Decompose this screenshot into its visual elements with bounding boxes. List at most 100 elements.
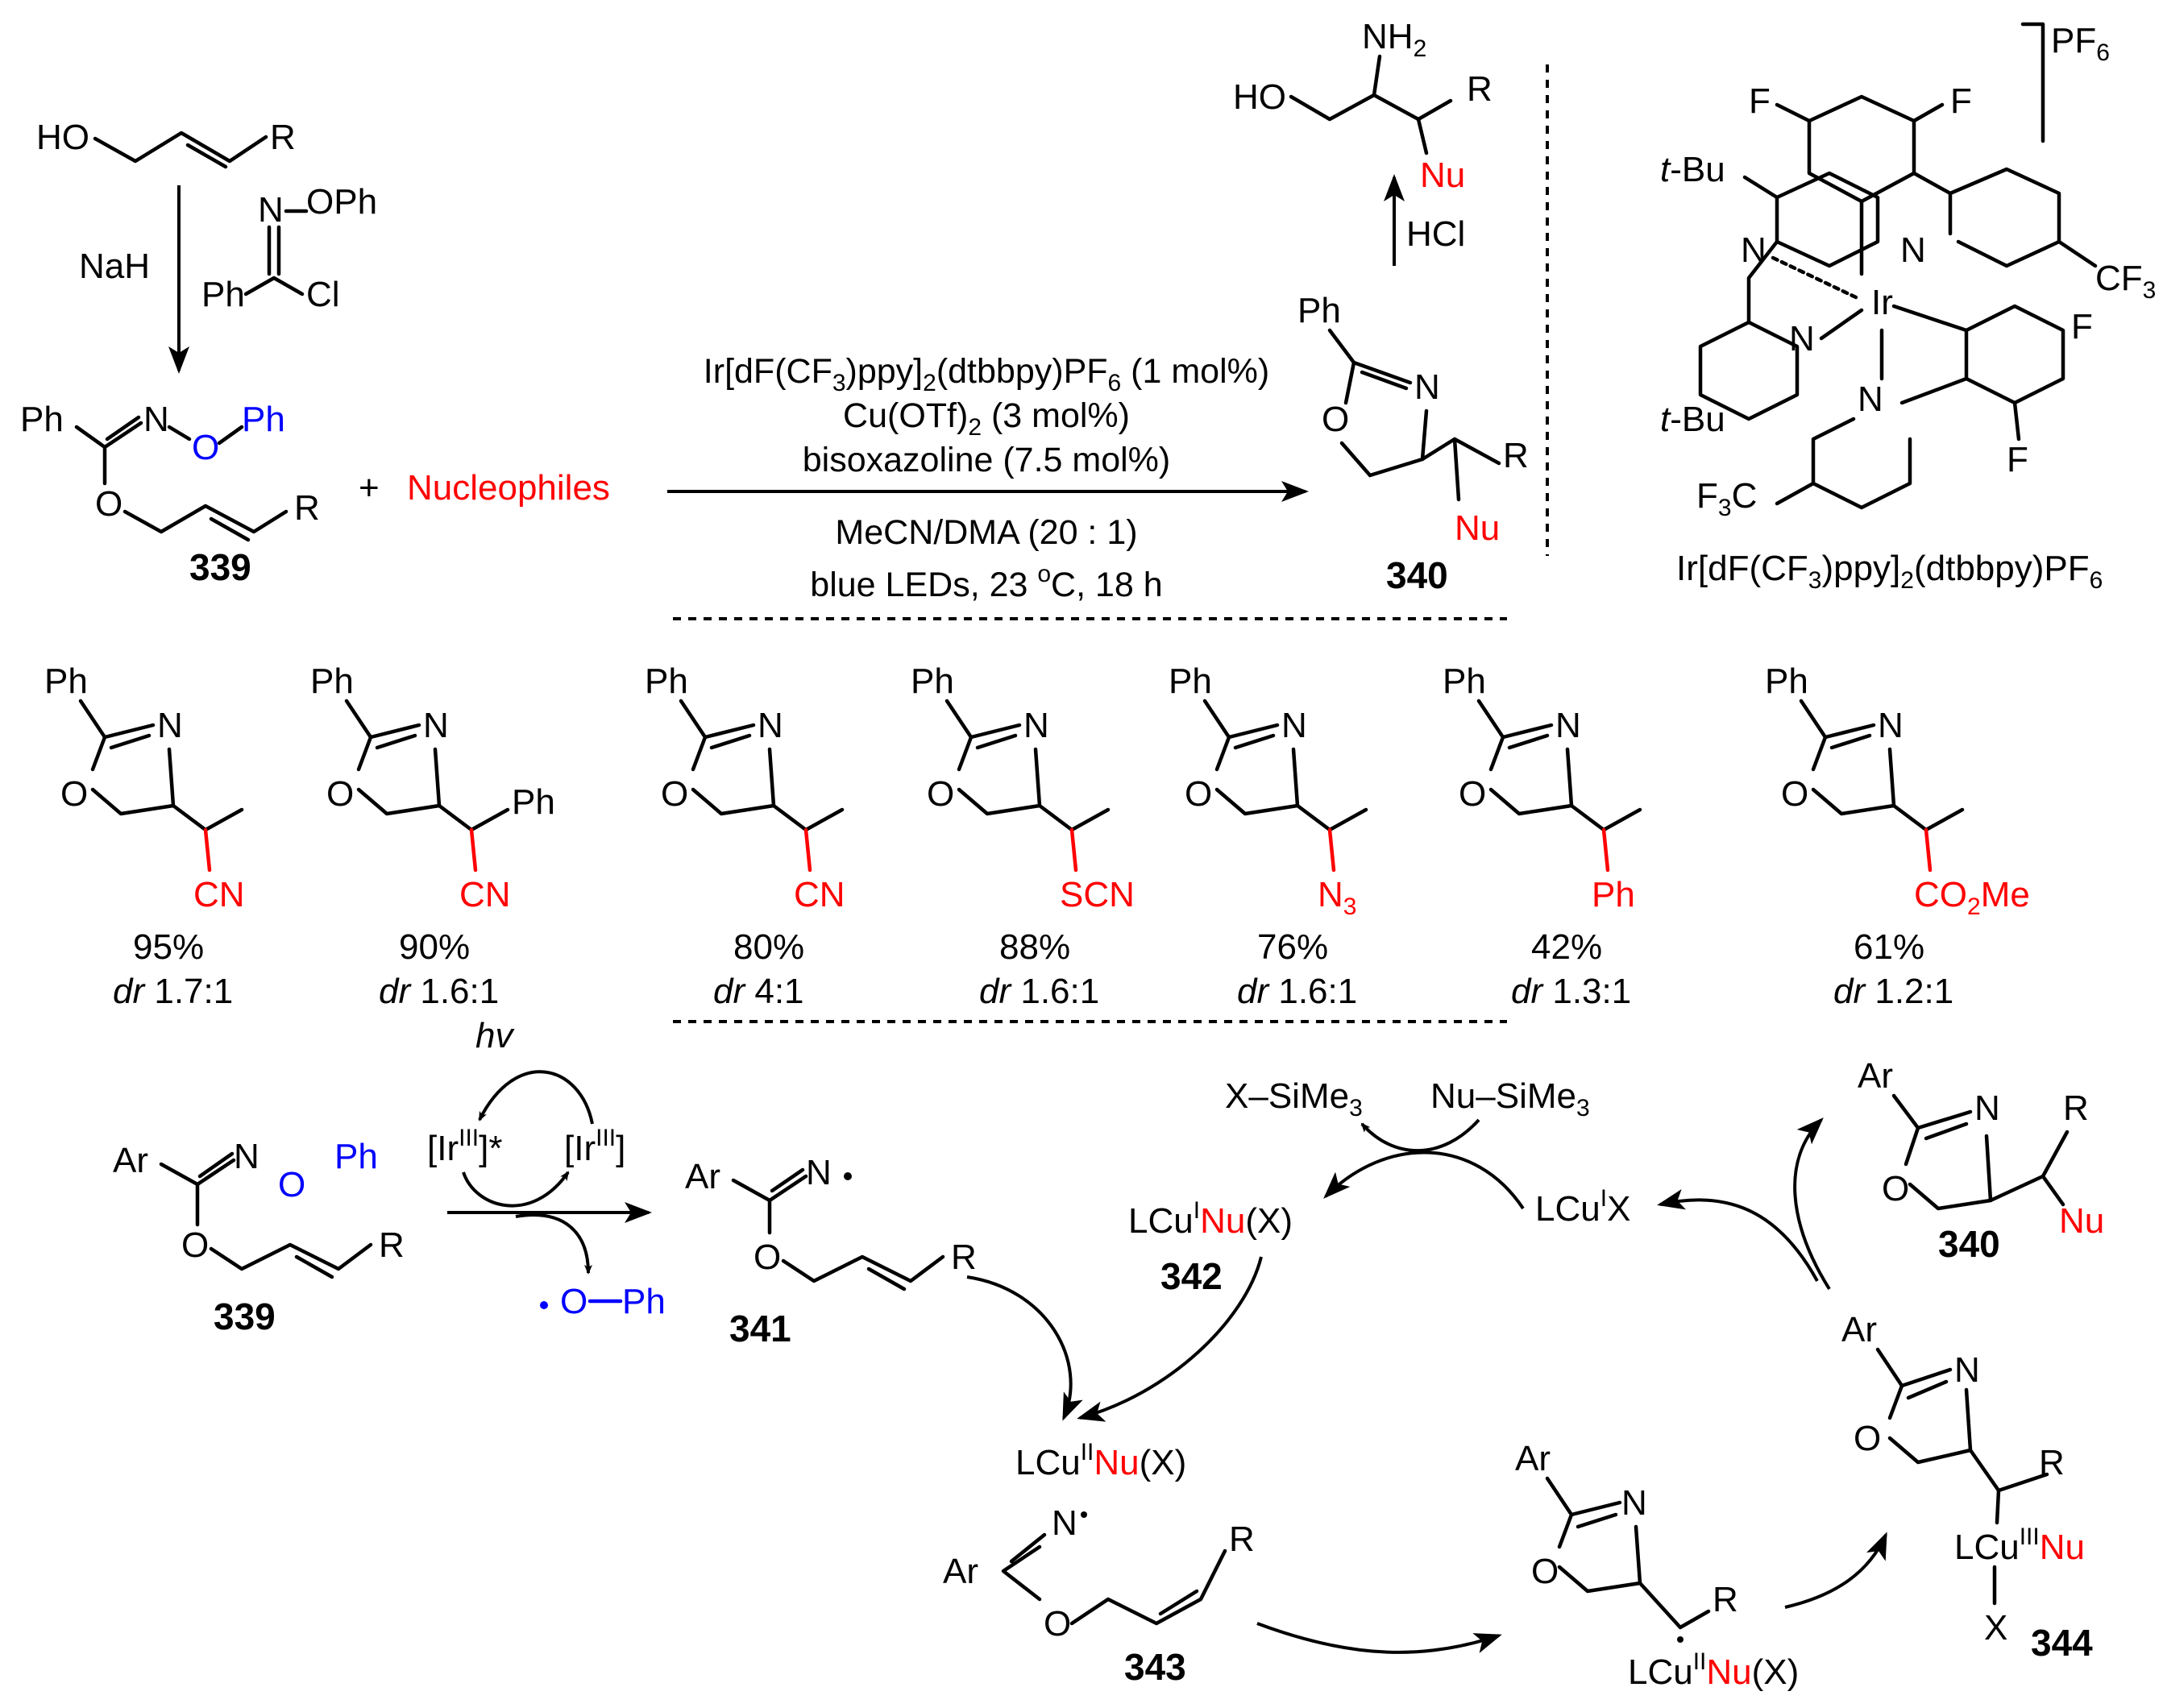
svg-text:F: F: [1749, 81, 1771, 121]
svg-text:N: N: [1555, 706, 1581, 745]
svg-text:Ph: Ph: [911, 661, 954, 701]
svg-text:O: O: [1322, 400, 1349, 439]
svg-text:N: N: [1414, 367, 1440, 407]
svg-text:Ph: Ph: [201, 275, 245, 314]
svg-text:O: O: [1854, 1419, 1881, 1458]
hydroxyl-label: HO: [36, 118, 89, 157]
svg-text:CN: CN: [459, 875, 511, 914]
svg-text:CN: CN: [193, 875, 245, 914]
svg-text:Ar: Ar: [113, 1141, 148, 1180]
svg-text:N: N: [423, 706, 449, 745]
svg-text:Ph: Ph: [20, 400, 64, 439]
svg-text:N: N: [1023, 706, 1049, 745]
svg-text:O: O: [1044, 1604, 1071, 1644]
svg-text:dr 1.6:1: dr 1.6:1: [379, 972, 499, 1011]
svg-text:SCN: SCN: [1060, 875, 1135, 914]
svg-text:[IrIII]*: [IrIII]*: [427, 1125, 502, 1168]
svg-text:Ar: Ar: [943, 1552, 978, 1591]
svg-text:Ir[dF(CF3)ppy]2(dtbbpy)PF6: Ir[dF(CF3)ppy]2(dtbbpy)PF6: [1676, 549, 2103, 594]
svg-text:CO2Me: CO2Me: [1914, 875, 2030, 920]
svg-text:Ph: Ph: [242, 400, 285, 439]
svg-text:90%: 90%: [399, 927, 470, 967]
svg-text:Ph: Ph: [44, 661, 88, 701]
svg-text:X: X: [1984, 1608, 2007, 1648]
svg-text:LCuIINu(X): LCuIINu(X): [1015, 1439, 1186, 1482]
svg-text:O: O: [1185, 774, 1212, 814]
svg-text:Ir: Ir: [1871, 283, 1893, 322]
svg-text:95%: 95%: [133, 927, 204, 967]
compound-number-339: 339: [189, 546, 251, 588]
svg-text:O: O: [560, 1282, 587, 1321]
imidoyl-chloride: N OPh Ph Cl: [201, 182, 377, 314]
svg-text:342: 342: [1160, 1255, 1223, 1297]
svg-text:MeCN/DMA (20 : 1): MeCN/DMA (20 : 1): [835, 513, 1137, 552]
svg-text:O: O: [1531, 1552, 1559, 1591]
svg-text:O: O: [278, 1165, 305, 1204]
svg-text:Nu: Nu: [1455, 508, 1500, 548]
amino-alcohol: HO NH2 R Nu: [1233, 17, 1493, 195]
svg-text:341: 341: [729, 1308, 791, 1349]
svg-text:42%: 42%: [1531, 927, 1602, 967]
svg-text:N: N: [1621, 1483, 1647, 1523]
compound-number-340: 340: [1386, 554, 1448, 596]
svg-text:CN: CN: [794, 875, 845, 914]
svg-text:R: R: [1503, 436, 1529, 475]
svg-text:LCuIX: LCuIX: [1535, 1185, 1630, 1229]
svg-text:R: R: [1467, 69, 1493, 109]
svg-text:O: O: [754, 1237, 781, 1277]
svg-text:N: N: [1281, 706, 1307, 745]
svg-text:N: N: [234, 1137, 259, 1176]
svg-text:F: F: [2071, 307, 2093, 346]
svg-text:F: F: [1950, 81, 1972, 121]
svg-text:R: R: [1229, 1519, 1255, 1559]
svg-text:[IrIII]: [IrIII]: [564, 1125, 625, 1168]
svg-text:O: O: [95, 484, 122, 524]
svg-text:HO: HO: [1233, 77, 1286, 117]
svg-text:339: 339: [214, 1296, 276, 1337]
svg-text:O: O: [326, 774, 354, 814]
svg-text:LCuINu(X): LCuINu(X): [1128, 1197, 1293, 1241]
svg-text:X–SiMe3: X–SiMe3: [1225, 1076, 1363, 1121]
svg-text:N: N: [143, 400, 169, 439]
svg-text:LCuIINu(X): LCuIINu(X): [1628, 1648, 1799, 1692]
svg-text:O: O: [1781, 774, 1808, 814]
svg-text:R: R: [2063, 1088, 2089, 1128]
mechanism: hv [IrIII]* [IrIII] O Ph Ar N O Ph O R 3…: [113, 1016, 2104, 1692]
svg-text:Ph: Ph: [334, 1137, 378, 1176]
svg-text:Ar: Ar: [1858, 1056, 1893, 1096]
svg-text:Ph: Ph: [310, 661, 354, 701]
allyl-alcohol: HO R: [36, 118, 296, 169]
svg-text:Ar: Ar: [1841, 1310, 1877, 1349]
svg-text:N: N: [1858, 379, 1883, 419]
svg-text:F3C: F3C: [1696, 476, 1757, 521]
svg-text:344: 344: [2031, 1622, 2093, 1664]
svg-text:dr 1.7:1: dr 1.7:1: [113, 972, 233, 1011]
svg-text:88%: 88%: [999, 927, 1070, 967]
svg-text:N: N: [157, 706, 183, 745]
svg-text:Cl: Cl: [306, 275, 340, 314]
svg-text:O: O: [1459, 774, 1486, 814]
svg-text:hv: hv: [475, 1016, 515, 1055]
nucleophiles-label: Nucleophiles: [407, 468, 610, 508]
svg-text:O: O: [192, 428, 219, 467]
svg-text:Ph: Ph: [622, 1282, 666, 1321]
svg-text:N: N: [258, 190, 284, 230]
svg-text:Ph: Ph: [512, 782, 555, 822]
svg-text:Nu: Nu: [2059, 1201, 2104, 1241]
svg-text:340: 340: [1938, 1223, 2000, 1265]
svg-text:Nu–SiMe3: Nu–SiMe3: [1430, 1076, 1590, 1121]
svg-text:N: N: [1878, 706, 1904, 745]
svg-text:N: N: [1052, 1503, 1077, 1543]
svg-text:Ph: Ph: [1443, 661, 1486, 701]
svg-text:Ph: Ph: [1169, 661, 1212, 701]
svg-text:Ph: Ph: [1765, 661, 1808, 701]
svg-text:t-Bu: t-Bu: [1660, 150, 1725, 189]
svg-text:N: N: [806, 1153, 832, 1192]
svg-text:80%: 80%: [733, 927, 804, 967]
svg-text:Cu(OTf)2 (3 mol%): Cu(OTf)2 (3 mol%): [843, 396, 1130, 441]
svg-text:61%: 61%: [1854, 927, 1924, 967]
